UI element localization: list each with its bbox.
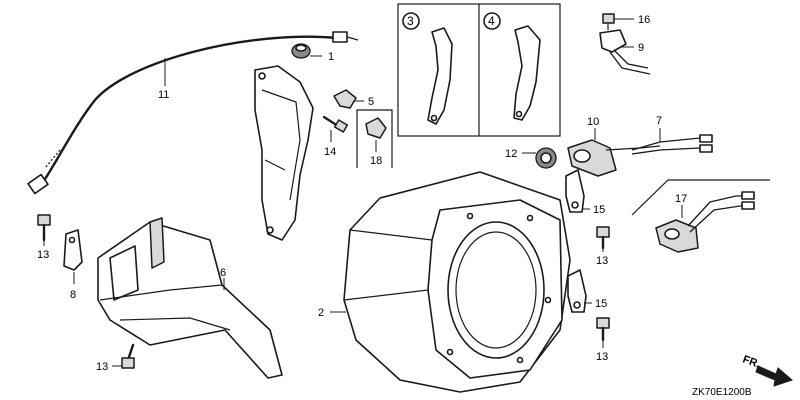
variant-label-4: 4 [488,14,495,28]
harness-clip [365,117,387,139]
switch-17 [655,191,755,253]
bracket-variant-3 [427,27,453,125]
callout-7: 7 [656,115,662,127]
drawing-code: ZK70E1200B [692,387,752,398]
switch-assy-10 [567,139,661,177]
grommet [291,43,311,59]
bracket-variant-4 [513,25,541,121]
callout-15-b: 15 [595,298,607,310]
callout-13-d: 13 [96,361,108,373]
lower-shroud-6 [97,217,283,379]
clip-frame [356,109,393,168]
screw-16 [602,13,615,30]
bolt-13-b [596,226,610,250]
variant-label-3: 3 [407,14,414,28]
callout-1: 1 [328,51,334,63]
harness-9 [599,29,651,75]
bracket-8 [63,229,83,271]
clamp-15-upper [565,169,585,213]
callout-16: 16 [638,14,650,26]
fan-cover-bracket [254,65,314,241]
callout-10: 10 [587,116,599,128]
callout-8: 8 [70,289,76,301]
wire-clip [333,89,357,109]
clamp-15-lower [567,269,587,313]
bolt-13-d [121,343,135,369]
flange-bolt [322,115,349,133]
front-direction-indicator: FR. [741,354,793,387]
callout-12: 12 [505,148,517,160]
callout-15-a: 15 [593,204,605,216]
bolt-13-c [596,317,610,342]
switch-frame-17 [631,179,770,216]
leader-lines [43,18,683,367]
callout-13-b: 13 [596,255,608,267]
callout-14: 14 [324,146,336,158]
callout-9: 9 [638,42,644,54]
lead-wire-7 [631,134,713,155]
callout-6: 6 [220,267,226,279]
grommet-12 [535,147,557,169]
callout-17: 17 [675,193,687,205]
callout-18: 18 [370,155,382,167]
callout-2: 2 [318,307,324,319]
direction-label: FR. [741,354,762,371]
throttle-cable [27,31,359,195]
bolt-13-a [37,214,51,242]
callout-13-c: 13 [596,351,608,363]
front-arrow-icon [755,365,793,387]
callout-11: 11 [158,89,169,101]
variant-box-frame [397,3,561,137]
callout-labels: 1 2 5 6 7 8 9 10 11 12 13 13 13 13 14 15… [37,14,687,373]
callout-13-a: 13 [37,249,49,261]
fan-cover-2 [343,171,571,393]
callout-5: 5 [368,96,374,108]
